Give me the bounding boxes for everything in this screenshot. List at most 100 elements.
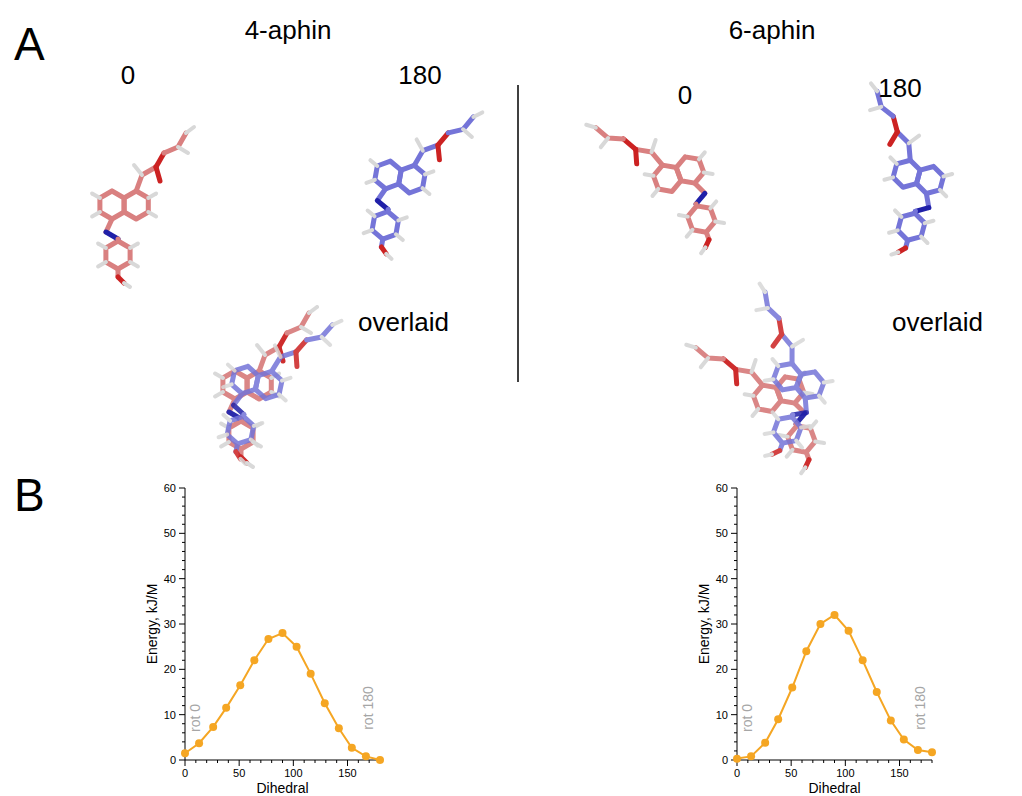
tick-label: 60 [164, 483, 176, 494]
data-point [859, 656, 867, 664]
tick-label: 100 [284, 768, 302, 779]
tick-label: 50 [785, 768, 797, 779]
bond [943, 172, 952, 178]
bond [448, 113, 473, 137]
bond [366, 178, 374, 184]
data-point [209, 723, 217, 731]
bond [651, 161, 683, 196]
tick [780, 760, 781, 763]
tick [182, 696, 185, 697]
tick [734, 515, 737, 516]
bond [771, 359, 803, 394]
bond [364, 229, 372, 235]
bond [307, 320, 333, 344]
bond [939, 190, 948, 196]
tick-label: 0 [170, 755, 176, 766]
energy-chart [179, 488, 384, 766]
bond [124, 283, 130, 287]
axis-title: Energy, kJ/M [145, 584, 159, 665]
molecule-model [92, 127, 194, 287]
tick [182, 633, 185, 634]
tick [731, 669, 737, 670]
tick [182, 587, 185, 588]
tick [731, 533, 737, 534]
bond [686, 342, 696, 350]
tick [758, 760, 759, 763]
data-point [816, 620, 824, 628]
tick [734, 587, 737, 588]
tick [802, 760, 803, 763]
bond [758, 284, 768, 292]
bond [824, 378, 833, 385]
energy-curve [737, 615, 932, 759]
bond [815, 439, 824, 446]
molecule-model [705, 284, 855, 469]
data-point [321, 699, 329, 707]
tick [182, 741, 185, 742]
data-point [845, 627, 853, 635]
data-point [181, 749, 189, 757]
bond [758, 292, 786, 318]
bond [386, 254, 393, 259]
tick [731, 624, 737, 625]
bond [894, 210, 903, 216]
bond [98, 244, 106, 249]
tick [325, 760, 326, 763]
bond [891, 251, 898, 256]
tick [888, 760, 889, 763]
data-point [376, 756, 384, 764]
bond [397, 163, 426, 195]
tick [182, 596, 185, 597]
bond [371, 209, 400, 241]
bond [736, 363, 763, 392]
angle-label: 0 [678, 82, 692, 108]
data-point [788, 683, 796, 691]
bond [148, 212, 156, 217]
tick-label: 40 [164, 573, 176, 584]
tick-label: 0 [734, 768, 740, 779]
bond [771, 359, 780, 366]
bond [748, 360, 759, 372]
bond [890, 116, 901, 132]
tick [182, 678, 185, 679]
bond [696, 340, 724, 366]
tick [347, 760, 348, 766]
bond [92, 212, 100, 217]
bond [648, 140, 659, 152]
bond [100, 191, 124, 219]
tick-label: 50 [716, 528, 728, 539]
energy-curve [185, 633, 380, 760]
tick [336, 760, 337, 763]
tick [856, 760, 857, 763]
data-point [293, 643, 301, 651]
bond [699, 358, 710, 367]
bond [793, 408, 807, 419]
panel-letter: B [14, 472, 45, 518]
data-point [802, 647, 810, 655]
bond [745, 392, 754, 399]
axis-title: Energy, kJ/M [697, 584, 711, 665]
bond [636, 143, 663, 172]
data-point [264, 635, 272, 643]
bond [221, 442, 229, 447]
bond [884, 175, 893, 181]
bond [771, 412, 780, 419]
bond [278, 394, 287, 400]
tick [731, 578, 737, 579]
bond [596, 120, 624, 146]
tick [195, 760, 196, 763]
bond [651, 189, 660, 196]
bond [223, 383, 232, 389]
tick [734, 687, 737, 688]
data-point [733, 755, 741, 763]
bond [700, 247, 707, 253]
tick [734, 524, 737, 525]
bond [473, 111, 482, 118]
tick [182, 732, 185, 733]
tick [179, 714, 185, 715]
tick [812, 760, 813, 763]
bond [693, 204, 699, 206]
molecule-model [208, 300, 341, 478]
tick [182, 569, 185, 570]
tick [185, 760, 186, 766]
